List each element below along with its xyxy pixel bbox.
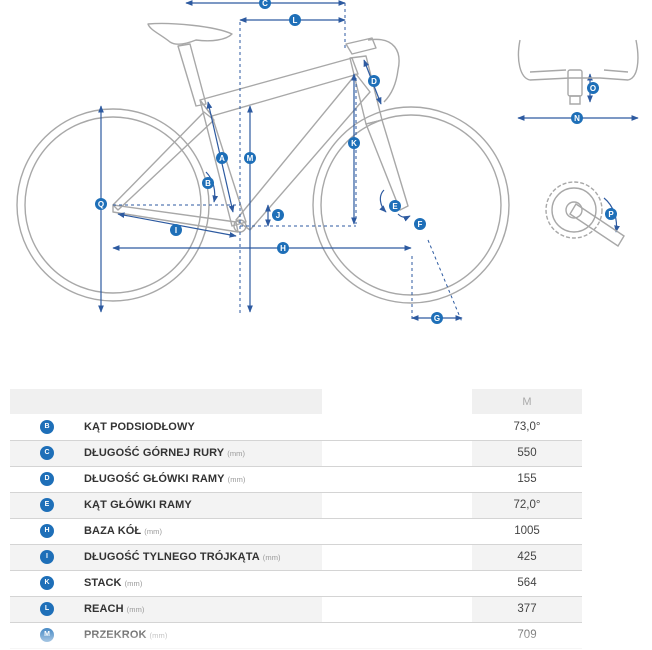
measurement-value: 1005 — [514, 525, 540, 537]
table-row: D DŁUGOŚĆ GŁÓWKI RAMY(mm) 155 — [10, 466, 582, 492]
table-row: B KĄT PODSIODŁOWY 73,0° — [10, 414, 582, 440]
svg-text:C: C — [262, 0, 268, 8]
label-i: I — [170, 224, 182, 236]
chainring-inset — [545, 181, 625, 247]
measurement-name: BAZA KÓŁ — [84, 525, 142, 537]
label-o: O — [587, 82, 599, 94]
measurement-unit: (mm) — [227, 475, 246, 484]
measurement-value: 564 — [517, 577, 537, 589]
measurement-badge: C — [40, 445, 54, 460]
measurement-value: 377 — [517, 603, 537, 615]
measurement-value: 550 — [517, 447, 537, 459]
label-d: D — [368, 75, 380, 87]
measurement-name: KĄT GŁÓWKI RAMY — [84, 499, 192, 511]
measurement-unit: (mm) — [227, 449, 246, 458]
geometry-table: M B KĄT PODSIODŁOWY 73,0° C DŁUGOŚĆ GÓRNEJ R… — [10, 389, 582, 649]
measurement-badge: M — [40, 627, 54, 642]
label-m: M — [244, 152, 256, 164]
svg-text:D: D — [371, 77, 377, 86]
svg-text:H: H — [280, 244, 286, 253]
measurement-name: DŁUGOŚĆ GŁÓWKI RAMY — [84, 473, 225, 485]
bike-geometry-diagram: C L D A M K B J E F Q I H G O N P — [16, 0, 639, 324]
measurement-unit: (mm) — [124, 579, 143, 588]
measurement-name: DŁUGOŚĆ GÓRNEJ RURY — [84, 447, 225, 459]
measurement-badge: I — [40, 549, 54, 564]
table-row: E KĄT GŁÓWKI RAMY 72,0° — [10, 492, 582, 518]
label-e: E — [389, 200, 401, 212]
measurement-badge: K — [40, 575, 54, 590]
label-j: J — [272, 209, 284, 221]
measurement-value: 73,0° — [513, 420, 541, 433]
label-n: N — [571, 112, 583, 124]
measurement-name: DŁUGOŚĆ TYLNEGO TRÓJKĄTA — [84, 551, 260, 563]
svg-text:O: O — [590, 84, 596, 93]
dimension-labels: C L D A M K B J E F Q I H G O N P — [95, 0, 617, 324]
svg-text:F: F — [418, 220, 423, 229]
svg-text:B: B — [205, 179, 211, 188]
label-c: C — [259, 0, 271, 9]
measurement-name: PRZEKROK — [84, 629, 147, 641]
svg-text:N: N — [574, 114, 580, 123]
measurement-badge: E — [40, 497, 54, 512]
label-b: B — [202, 177, 214, 189]
svg-text:E: E — [392, 202, 398, 211]
label-p: P — [605, 208, 617, 220]
front-wheel — [312, 106, 510, 304]
table-header-row: M — [10, 389, 582, 414]
size-column-header[interactable]: M — [522, 395, 532, 408]
svg-text:L: L — [293, 16, 298, 25]
label-h: H — [277, 242, 289, 254]
measurement-value: 425 — [517, 551, 537, 563]
table-row: H BAZA KÓŁ(mm) 1005 — [10, 518, 582, 544]
guide-lines — [113, 3, 463, 323]
label-a: A — [216, 152, 228, 164]
label-f: F — [414, 218, 426, 230]
measurement-unit: (mm) — [144, 527, 163, 536]
table-row: M PRZEKROK(mm) 709 — [10, 622, 582, 648]
svg-text:P: P — [608, 210, 614, 219]
measurement-badge: L — [40, 601, 54, 616]
measurement-name: REACH — [84, 603, 124, 615]
label-g: G — [431, 312, 443, 324]
measurement-badge: H — [40, 523, 54, 538]
svg-text:Q: Q — [98, 200, 104, 209]
table-row: C DŁUGOŚĆ GÓRNEJ RURY(mm) 550 — [10, 440, 582, 466]
measurement-name: STACK — [84, 577, 122, 589]
label-k: K — [348, 137, 360, 149]
measurement-badge: D — [40, 471, 54, 486]
measurement-value: 72,0° — [513, 499, 541, 511]
label-q: Q — [95, 198, 107, 210]
table-row: K STACK(mm) 564 — [10, 570, 582, 596]
label-l: L — [289, 14, 301, 26]
table-row: L REACH(mm) 377 — [10, 596, 582, 622]
measurement-value: 709 — [517, 629, 537, 641]
svg-text:J: J — [276, 211, 280, 220]
handlebar-inset — [517, 39, 639, 105]
measurement-value: 155 — [517, 473, 537, 485]
measurement-unit: (mm) — [126, 605, 145, 614]
measurement-unit: (mm) — [149, 631, 168, 640]
svg-text:I: I — [175, 226, 177, 235]
geometry-table-body: B KĄT PODSIODŁOWY 73,0° C DŁUGOŚĆ GÓRNEJ RUR… — [10, 414, 582, 648]
measurement-unit: (mm) — [262, 553, 281, 562]
svg-text:A: A — [219, 154, 225, 163]
table-row: I DŁUGOŚĆ TYLNEGO TRÓJKĄTA(mm) 425 — [10, 544, 582, 570]
svg-text:G: G — [434, 314, 440, 323]
measurement-badge: B — [40, 419, 54, 434]
svg-text:M: M — [247, 154, 254, 163]
svg-text:K: K — [351, 139, 357, 148]
measurement-name: KĄT PODSIODŁOWY — [84, 420, 195, 433]
